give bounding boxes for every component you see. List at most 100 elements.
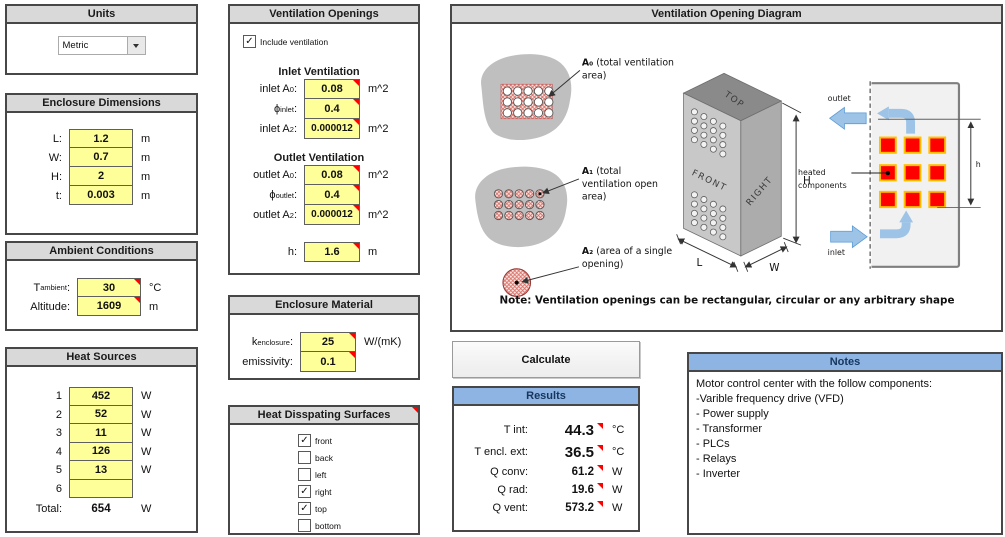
dimension-input-cell[interactable]: 0.003 — [69, 186, 133, 205]
outlet-a0-input-cell[interactable]: 0.08 — [304, 165, 360, 185]
surface-label: left — [315, 469, 327, 480]
result-label: T int: — [503, 424, 528, 436]
ventilation-diagram: A₀ (total ventilation area) A₁ (total ve… — [475, 54, 981, 306]
svg-text:components: components — [798, 181, 847, 190]
heat-source-input-cell[interactable] — [69, 479, 133, 498]
heat-dissipating-surfaces-header: Heat Disspating Surfaces — [230, 407, 418, 425]
notes-header: Notes — [689, 354, 1001, 372]
surface-back-checkbox[interactable] — [298, 451, 311, 464]
altitude-input-cell[interactable]: 1609 — [77, 297, 141, 316]
unit-label: m^2 — [368, 169, 389, 181]
comment-indicator-icon — [349, 352, 355, 358]
result-value: 44.3 — [564, 421, 594, 439]
surface-right-checkbox[interactable]: ✓ — [298, 485, 311, 498]
heat-source-row: 5 13 W — [7, 461, 196, 480]
enclosure-material-header: Enclosure Material — [230, 297, 418, 315]
notes-line: - Relays — [696, 453, 737, 465]
unit-label: W/(mK) — [364, 336, 402, 348]
surface-top-checkbox[interactable]: ✓ — [298, 502, 311, 515]
heat-source-label: 1 — [55, 390, 62, 403]
altitude-label: Altitude: — [30, 300, 70, 313]
surface-front-checkbox[interactable]: ✓ — [298, 434, 311, 447]
result-value: 19.6 — [571, 484, 594, 496]
unit-label: W — [141, 390, 152, 403]
ventilation-openings-header: Ventilation Openings — [230, 6, 418, 24]
result-row: Q vent: 573.2 W — [454, 499, 638, 517]
surface-label: top — [315, 503, 327, 514]
unit-label: m^2 — [368, 83, 389, 95]
comment-indicator-icon — [353, 243, 359, 249]
units-panel: Units Metric — [5, 4, 198, 75]
heat-source-input-cell[interactable]: 13 — [69, 461, 133, 480]
k-enclosure-input-cell[interactable]: 25 — [300, 332, 356, 352]
emissivity-label: emissivity: — [242, 356, 293, 368]
result-row: Q rad: 19.6 W — [454, 481, 638, 499]
dimension-label: L: — [52, 132, 62, 145]
unit-label: W — [612, 466, 623, 478]
comment-indicator-icon — [597, 501, 603, 507]
dimension-input-cell[interactable]: 0.7 — [69, 148, 133, 167]
unit-label: m^2 — [368, 209, 389, 221]
emissivity-input-cell[interactable]: 0.1 — [300, 352, 356, 372]
dropdown-arrow-icon[interactable] — [126, 37, 145, 54]
ambient-temperature-input-cell[interactable]: 30 — [77, 278, 141, 297]
heat-source-row: 1 452 W — [7, 387, 196, 406]
surface-bottom-checkbox[interactable] — [298, 519, 311, 532]
comment-indicator-icon — [597, 465, 603, 471]
inlet-a2-input-cell[interactable]: 0.000012 — [304, 119, 360, 139]
include-ventilation-checkbox[interactable]: ✓ — [243, 35, 256, 48]
h-input-cell[interactable]: 1.6 — [304, 242, 360, 262]
heat-source-row: 4 126 W — [7, 442, 196, 461]
svg-text:area): area) — [582, 192, 607, 203]
svg-text:ventilation open: ventilation open — [582, 179, 658, 190]
notes-line: -Varible frequency drive (VFD) — [696, 393, 844, 405]
dimension-input-cell[interactable]: 2 — [69, 167, 133, 186]
outlet-arrow-icon — [828, 106, 867, 130]
heat-source-input-cell[interactable]: 52 — [69, 405, 133, 424]
dimension-row: W: 0.7 m — [7, 148, 196, 167]
units-dropdown[interactable]: Metric — [57, 36, 146, 55]
unit-label: m — [141, 189, 151, 202]
dimension-w-label: W — [769, 262, 779, 274]
diagram-note: Note: Ventilation openings can be rectan… — [500, 294, 955, 306]
dimension-h-label: H — [803, 175, 811, 187]
result-value: 36.5 — [564, 443, 594, 461]
dimension-l-label: L — [696, 257, 702, 269]
heat-source-label: 4 — [55, 445, 62, 458]
a0-blob: A₀ (total ventilation area) — [481, 54, 674, 141]
comment-indicator-icon — [412, 407, 418, 413]
heat-source-input-cell[interactable]: 452 — [69, 387, 133, 406]
comment-indicator-icon — [353, 185, 359, 191]
comment-indicator-icon — [353, 99, 359, 105]
result-label: Q vent: — [492, 502, 528, 514]
notes-line: - Inverter — [696, 468, 741, 480]
surface-left-checkbox[interactable] — [298, 468, 311, 481]
surface-row: back — [298, 449, 418, 466]
heat-source-input-cell[interactable]: 126 — [69, 442, 133, 461]
phi-outlet-input-cell[interactable]: 0.4 — [304, 185, 360, 205]
unit-label — [133, 480, 177, 499]
unit-label: m — [141, 132, 151, 145]
notes-line: - Power supply — [696, 408, 769, 420]
heat-source-input-cell[interactable]: 11 — [69, 424, 133, 443]
heat-source-label: 6 — [55, 482, 62, 495]
unit-label: W — [612, 502, 623, 514]
inlet-ventilation-title: Inlet Ventilation — [278, 66, 360, 78]
calculate-button[interactable]: Calculate — [452, 341, 640, 378]
dimension-input-cell[interactable]: 1.2 — [69, 129, 133, 148]
heat-source-label: 2 — [55, 408, 62, 421]
result-row: T encl. ext: 36.5 °C — [454, 441, 638, 463]
outlet-a2-input-cell[interactable]: 0.000012 — [304, 205, 360, 225]
a1-blob: A₁ (total ventilation open area) — [475, 166, 658, 248]
include-ventilation-row: ✓ Include ventilation — [243, 33, 418, 50]
surface-label: right — [315, 486, 332, 497]
ambient-conditions-header: Ambient Conditions — [7, 243, 196, 261]
ventilation-diagram-header: Ventilation Opening Diagram — [452, 6, 1001, 24]
phi-inlet-input-cell[interactable]: 0.4 — [304, 99, 360, 119]
comment-indicator-icon — [597, 445, 603, 451]
unit-label — [356, 352, 416, 372]
inlet-a0-input-cell[interactable]: 0.08 — [304, 79, 360, 99]
